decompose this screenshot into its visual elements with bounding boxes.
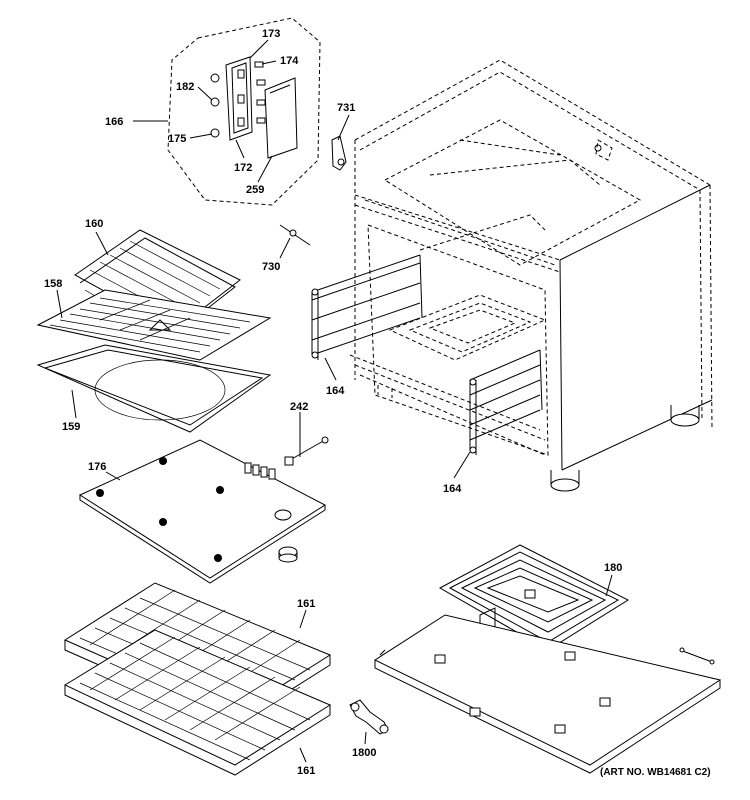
label-158: 158 (44, 278, 62, 290)
label-161-upper: 161 (297, 598, 315, 610)
oven-bottom-panel-part (78, 439, 327, 584)
label-731: 731 (337, 102, 355, 114)
range-body (349, 59, 713, 492)
label-180: 180 (604, 562, 622, 574)
label-259: 259 (246, 184, 264, 196)
oven-bottom-tray-part (373, 614, 722, 774)
broiler-pan-part (36, 344, 272, 433)
label-164-lower: 164 (443, 483, 462, 495)
label-242: 242 (290, 401, 308, 413)
panel-grommet-part (278, 546, 298, 563)
hinge-cover-part (264, 77, 298, 159)
rack-support-right-part (469, 349, 543, 455)
label-1800: 1800 (352, 747, 376, 759)
label-175: 175 (168, 133, 186, 145)
leader-lines (56, 39, 613, 763)
label-159: 159 (62, 421, 80, 433)
rack-support-left-part (311, 254, 423, 360)
art-number: (ART NO. WB14681 C2) (600, 767, 711, 778)
hinge-bracket-part (225, 56, 253, 141)
label-176: 176 (88, 461, 106, 473)
label-182: 182 (176, 81, 194, 93)
probe-730-part (279, 224, 311, 246)
hinge-group-outline (167, 17, 321, 206)
part-labels: 173 174 182 166 175 172 259 731 160 730 … (44, 28, 711, 778)
label-172: 172 (234, 162, 252, 174)
label-160: 160 (85, 218, 103, 230)
bake-element-part (438, 544, 630, 651)
label-173: 173 (262, 28, 280, 40)
hinge-screws-part (210, 61, 266, 138)
label-174: 174 (280, 55, 299, 67)
oven-rack-lower-part (63, 629, 332, 776)
label-166: 166 (105, 116, 123, 128)
wrench-1800-part (349, 699, 389, 735)
bracket-731-part (331, 135, 347, 171)
broiler-pan-grid-part (36, 289, 272, 361)
label-164-upper: 164 (326, 385, 345, 397)
label-161-lower: 161 (297, 765, 315, 777)
screw-242-part (284, 436, 329, 466)
label-730: 730 (262, 261, 280, 273)
